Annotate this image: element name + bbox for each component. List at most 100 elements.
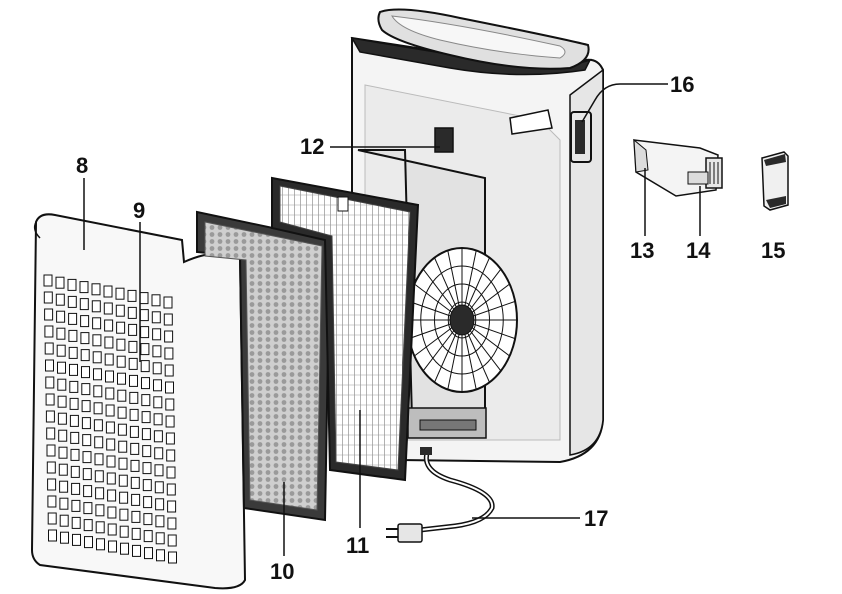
- perforation-hole: [46, 461, 56, 474]
- perforation-hole: [95, 504, 105, 517]
- perforation-hole: [83, 519, 93, 532]
- perforation-hole: [47, 512, 57, 525]
- perforation-hole: [127, 289, 137, 302]
- label-14: 14: [686, 238, 711, 263]
- perforation-hole: [139, 292, 149, 305]
- perforation-hole: [154, 464, 164, 477]
- perforation-hole: [164, 330, 174, 343]
- perforation-hole: [55, 276, 65, 289]
- perforation-hole: [117, 372, 126, 385]
- perforation-hole: [115, 287, 125, 300]
- perforation-hole: [107, 506, 117, 519]
- perforation-hole: [154, 481, 164, 494]
- perforation-hole: [79, 298, 89, 311]
- perforation-hole: [81, 417, 91, 430]
- perforation-hole: [70, 448, 80, 461]
- perforation-hole: [80, 349, 90, 362]
- perforation-hole: [108, 540, 117, 553]
- perforation-hole: [117, 423, 127, 436]
- part-8-front-panel: [30, 213, 247, 590]
- perforation-hole: [131, 510, 141, 523]
- perforation-hole: [69, 414, 79, 427]
- perforation-hole: [82, 468, 92, 481]
- perforation-hole: [151, 294, 161, 307]
- perforation-hole: [82, 451, 92, 464]
- perforation-hole: [129, 391, 139, 404]
- perforation-hole: [82, 434, 92, 447]
- perforation-hole: [141, 428, 151, 441]
- perforation-hole: [119, 508, 129, 521]
- perforation-hole: [155, 515, 165, 528]
- perforation-hole: [43, 274, 53, 287]
- perforation-hole: [91, 300, 101, 313]
- perforation-hole: [105, 421, 115, 434]
- label-15: 15: [761, 238, 786, 263]
- perforation-hole: [92, 334, 102, 347]
- front-panel-perforations: [43, 274, 177, 564]
- perforation-hole: [131, 527, 141, 540]
- perforation-hole: [72, 533, 81, 546]
- perforation-hole: [57, 395, 67, 408]
- perforation-hole: [106, 472, 116, 485]
- power-plug: [397, 523, 423, 543]
- perforation-hole: [67, 295, 77, 308]
- perforation-hole: [119, 525, 129, 538]
- perforation-hole: [71, 499, 81, 512]
- part-16-side-slot: [570, 111, 592, 163]
- perforation-hole: [69, 363, 78, 376]
- perforation-hole: [128, 357, 138, 370]
- perforation-hole: [45, 376, 55, 389]
- housing-side-panel: [569, 68, 604, 456]
- perforation-hole: [117, 389, 127, 402]
- perforation-hole: [80, 315, 90, 328]
- perforation-hole: [107, 523, 117, 536]
- perforation-hole: [128, 323, 138, 336]
- perforation-hole: [71, 516, 81, 529]
- label-16: 16: [670, 72, 695, 97]
- perforation-hole: [79, 281, 89, 294]
- perforation-hole: [59, 497, 69, 510]
- perforation-hole: [105, 370, 114, 383]
- perforation-hole: [46, 427, 56, 440]
- perforation-hole: [56, 344, 66, 357]
- perforation-hole: [118, 474, 128, 487]
- perforation-hole: [140, 360, 150, 373]
- perforation-hole: [153, 430, 163, 443]
- part-12-sensor-port: [434, 127, 454, 153]
- perforation-hole: [57, 361, 66, 374]
- perforation-hole: [163, 296, 173, 309]
- perforation-hole: [56, 310, 66, 323]
- perforation-hole: [164, 364, 174, 377]
- perforation-hole: [92, 351, 102, 364]
- perforation-hole: [166, 483, 176, 496]
- label-12: 12: [300, 134, 325, 159]
- hepa-filter-tab: [337, 196, 349, 212]
- perforation-hole: [155, 532, 165, 545]
- perforation-hole: [127, 306, 137, 319]
- body-handle-bracket: [509, 109, 553, 135]
- perforation-hole: [143, 496, 153, 509]
- perforation-hole: [168, 551, 177, 564]
- perforation-hole: [141, 377, 150, 390]
- perforation-hole: [104, 319, 114, 332]
- perforation-hole: [154, 447, 164, 460]
- perforation-hole: [103, 302, 113, 315]
- perforation-hole: [152, 345, 162, 358]
- perforation-hole: [45, 393, 55, 406]
- perforation-hole: [167, 517, 177, 530]
- perforation-hole: [141, 411, 151, 424]
- perforation-hole: [128, 340, 138, 353]
- perforation-hole: [163, 313, 173, 326]
- perforation-hole: [43, 291, 53, 304]
- label-8: 8: [76, 153, 89, 178]
- perforation-hole: [104, 353, 114, 366]
- perforation-hole: [104, 336, 114, 349]
- perforation-hole: [58, 429, 68, 442]
- perforation-hole: [166, 466, 176, 479]
- perforation-hole: [118, 440, 128, 453]
- perforation-hole: [165, 381, 174, 394]
- perforation-hole: [142, 479, 152, 492]
- perforation-hole: [68, 329, 78, 342]
- perforation-hole: [69, 380, 79, 393]
